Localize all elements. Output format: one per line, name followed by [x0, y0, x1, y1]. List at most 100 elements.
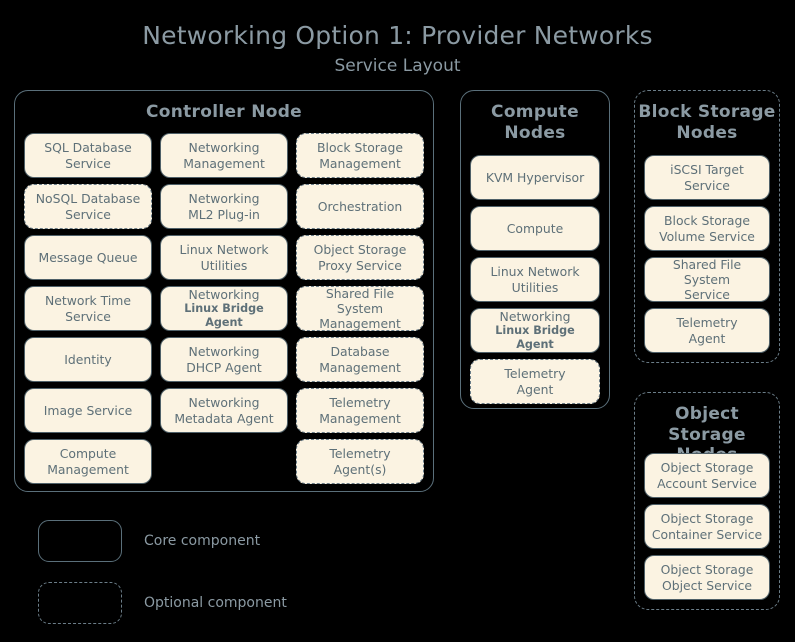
service-box-line2: Metadata Agent	[174, 410, 274, 426]
service-box-line2: Linux Bridge Agent	[184, 302, 264, 330]
service-box-line1: KVM Hypervisor	[485, 169, 585, 185]
service-box-line2: Account Service	[657, 475, 757, 491]
panel-title-line2: Nodes	[676, 122, 738, 143]
service-box-message-queue[interactable]: Message Queue	[24, 235, 152, 280]
panel-compute-nodes: Compute Nodes	[460, 90, 610, 409]
legend-swatch-core	[38, 520, 122, 562]
service-box-line2: Service	[684, 287, 730, 303]
service-box-line2: Management	[183, 155, 265, 171]
service-box-line1: Block Storage	[317, 140, 403, 156]
service-box-line1: Object Storage	[660, 460, 754, 476]
panel-title-line1: Object	[675, 404, 739, 424]
service-box-line1: iSCSI Target	[670, 162, 744, 178]
service-box-line1: Networking	[499, 309, 571, 325]
legend-row-optional: Optional component	[38, 582, 287, 624]
service-box-line1: Object Storage	[660, 511, 754, 527]
service-box-line2: Agent	[688, 330, 726, 346]
service-box-orchestration[interactable]: Orchestration	[296, 184, 424, 229]
service-box-line1: Networking	[188, 191, 260, 207]
legend-row-core: Core component	[38, 520, 260, 562]
service-box-line1: Compute	[506, 220, 564, 236]
service-box-line2: Service	[684, 177, 730, 193]
service-box-compute[interactable]: Compute	[470, 206, 600, 251]
service-box-line2: Proxy Service	[318, 257, 402, 273]
service-box-line1: Database	[330, 344, 390, 360]
service-box-line1: Identity	[64, 351, 112, 367]
panel-title-line1: Block Storage	[638, 102, 776, 122]
service-box-line1: NoSQL Database	[35, 191, 141, 207]
service-box-line1: Message Queue	[38, 249, 138, 265]
service-box-line2: Service	[65, 206, 111, 222]
service-box-line2: Agent	[516, 381, 554, 397]
panel-controller-node: Controller Node	[14, 90, 434, 492]
service-box-line1: Telemetry	[329, 395, 391, 411]
title-block: Networking Option 1: Provider Networks S…	[0, 21, 795, 76]
service-box-line1: Linux Network	[179, 242, 269, 258]
service-box-line1: Linux Network	[490, 264, 580, 280]
service-box-line1: Networking	[188, 344, 260, 360]
service-box-line1: Networking	[188, 287, 260, 303]
service-box-line2: Management	[319, 316, 401, 332]
service-box-line1: SQL Database	[44, 140, 132, 156]
service-box-line2: Agent(s)	[333, 461, 387, 477]
service-box-line1: Shared File System	[325, 285, 395, 316]
service-box-line1: Compute	[59, 446, 117, 462]
service-box-line2: Management	[319, 410, 401, 426]
service-box-line2: Utilities	[200, 257, 248, 273]
page-subtitle: Service Layout	[334, 55, 461, 76]
service-box-line1: Orchestration	[317, 198, 403, 214]
service-box-line2: Object Service	[661, 577, 753, 593]
panel-block-storage-nodes: Block Storage Nodes	[634, 90, 780, 363]
service-box-line2: Management	[319, 359, 401, 375]
service-box-line2: Utilities	[511, 279, 559, 295]
panel-title-line2: Nodes	[504, 122, 566, 143]
legend-label-core: Core component	[144, 533, 261, 549]
service-box-line1: Networking	[188, 395, 260, 411]
service-box-image-service[interactable]: Image Service	[24, 388, 152, 433]
service-box-line1: Image Service	[43, 402, 133, 418]
page-title: Networking Option 1: Provider Networks	[142, 21, 653, 50]
service-box-line2: Management	[47, 461, 129, 477]
panel-title-block-storage-nodes: Block Storage Nodes	[635, 102, 779, 143]
service-box-line2: Volume Service	[659, 228, 755, 244]
service-box-kvm-hypervisor[interactable]: KVM Hypervisor	[470, 155, 600, 200]
service-box-line2: Container Service	[651, 526, 763, 542]
service-box-line1: Telemetry	[504, 366, 566, 382]
service-box-line2: ML2 Plug-in	[188, 206, 260, 222]
panel-title-compute-nodes: Compute Nodes	[461, 102, 609, 143]
service-box-line2: Management	[319, 155, 401, 171]
service-box-line1: Block Storage	[664, 213, 750, 229]
legend-label-optional: Optional component	[144, 595, 287, 611]
service-box-line2: Service	[65, 155, 111, 171]
service-box-identity[interactable]: Identity	[24, 337, 152, 382]
service-box-line1: Object Storage	[660, 562, 754, 578]
service-box-line1: Object Storage	[313, 242, 407, 258]
panel-title-controller-node: Controller Node	[145, 102, 303, 122]
